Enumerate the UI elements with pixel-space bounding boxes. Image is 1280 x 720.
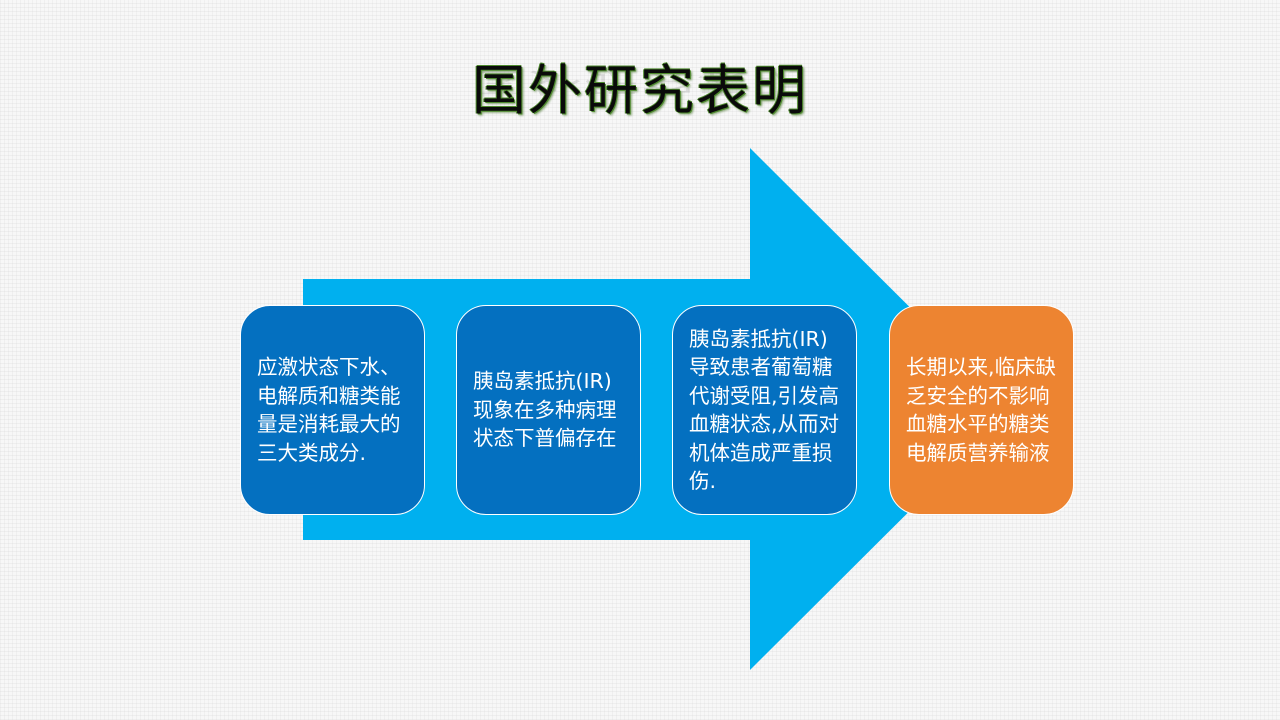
step-box-1: 应激状态下水、电解质和糖类能量是消耗最大的三大类成分. bbox=[240, 305, 425, 515]
step-box-4-conclusion: 长期以来,临床缺乏安全的不影响血糖水平的糖类电解质营养输液 bbox=[889, 305, 1074, 515]
page-title: 国外研究表明 bbox=[472, 59, 808, 122]
step-1-text: 应激状态下水、电解质和糖类能量是消耗最大的三大类成分. bbox=[257, 355, 401, 465]
step-box-2: 胰岛素抵抗(IR)现象在多种病理状态下普偏存在 bbox=[456, 305, 641, 515]
step-4-text: 长期以来,临床缺乏安全的不影响血糖水平的糖类电解质营养输液 bbox=[906, 355, 1057, 465]
step-2-text: 胰岛素抵抗(IR)现象在多种病理状态下普偏存在 bbox=[473, 369, 617, 451]
step-box-3: 胰岛素抵抗(IR)导致患者葡萄糖代谢受阻,引发高血糖状态,从而对机体造成严重损伤… bbox=[672, 305, 857, 515]
step-3-text: 胰岛素抵抗(IR)导致患者葡萄糖代谢受阻,引发高血糖状态,从而对机体造成严重损伤… bbox=[689, 326, 840, 494]
